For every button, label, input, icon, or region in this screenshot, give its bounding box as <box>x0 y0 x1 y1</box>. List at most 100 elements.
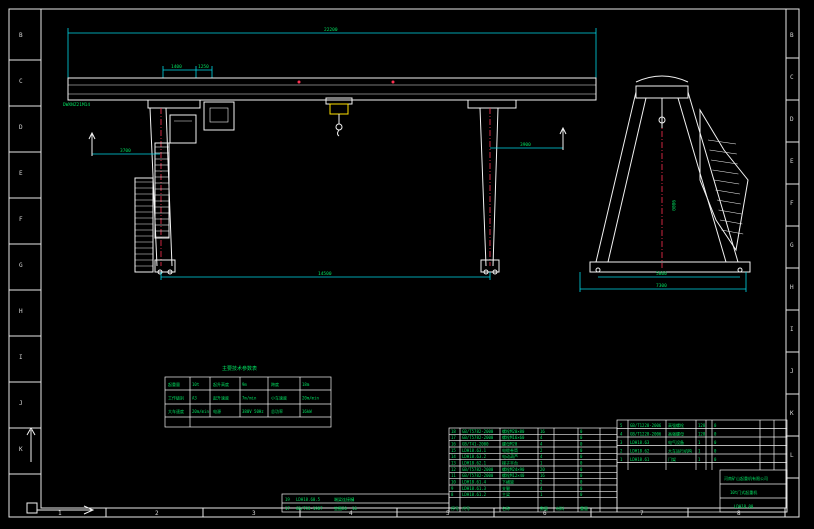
bom-cell: 0 <box>580 480 583 485</box>
operator-cab <box>169 101 235 144</box>
right-leg <box>479 107 500 275</box>
param-cell: 18m <box>302 382 310 387</box>
bom-cell: 下横梁 <box>502 479 514 485</box>
zone-label-right: H <box>790 284 794 291</box>
bom-cell: 13 <box>451 461 456 466</box>
dim-side-base-text: 7300 <box>656 283 667 289</box>
bom-cell: GB/T1228-2006 <box>630 423 662 428</box>
param-cell: 10t <box>192 382 200 387</box>
side-elevation: 9800 5800 7300 <box>579 75 751 292</box>
bom-cell: LDH18.61.4 <box>462 480 487 485</box>
zone-label-bottom: 1 <box>58 510 62 517</box>
zone-label-bottom: 5 <box>446 510 450 517</box>
zone-label-left: C <box>19 78 23 85</box>
drawing-number: LDH18.00 <box>734 504 754 509</box>
zone-label-right: D <box>790 116 794 123</box>
bom-cell: 9 <box>451 486 454 491</box>
dim-cantilever-right: 3900 <box>490 126 567 150</box>
bom-cell: 螺栓M16×60 <box>502 434 525 440</box>
left-leg <box>149 107 176 275</box>
strip-cell: 4 <box>352 497 355 502</box>
bom-cell: LDH18.61.3 <box>462 486 487 491</box>
parameter-table-title: 主要技术参数表 <box>222 365 257 372</box>
strip-cell: LDH18.60.5 <box>296 497 321 502</box>
param-cell: 16kW <box>302 409 312 414</box>
bom-cell: LDH18.62.1 <box>462 461 487 466</box>
bom-cell: 0 <box>580 442 583 447</box>
dim-trolley: 1400 1250 <box>162 64 213 78</box>
hoist-trolley <box>325 97 353 137</box>
bom-cell: 0 <box>714 432 717 437</box>
bom-cell: 4 <box>540 454 543 459</box>
zone-label-left: H <box>19 308 23 315</box>
param-cell: 电源 <box>213 408 221 414</box>
zone-label-bottom: 2 <box>155 510 159 517</box>
bom-cell: 0 <box>580 486 583 491</box>
bom-cell: 电动葫芦 <box>502 453 518 459</box>
zone-label-left: K <box>19 446 23 453</box>
param-cell: 跨度 <box>271 381 279 387</box>
zone-label-left: I <box>19 354 23 361</box>
bom-cell: 1 <box>698 457 701 462</box>
bom-cell: 1 <box>540 461 543 466</box>
bom-cell: GB/T1228-2006 <box>630 432 662 437</box>
strip-cell: 16 <box>352 506 357 511</box>
bom-cell: LDH18.62 <box>630 449 650 454</box>
bom-cell: 螺母M20 <box>502 441 518 447</box>
bom-cell: 11 <box>451 473 456 478</box>
param-cell: 大车速度 <box>168 408 184 414</box>
ucs-icon <box>26 427 95 515</box>
bom-cell: 支腿 <box>502 485 510 491</box>
dim-left-cant-text: 3700 <box>120 148 131 154</box>
zone-label-left: G <box>19 262 23 269</box>
bom-cell: 2 <box>540 480 543 485</box>
zone-label-right: G <box>790 242 794 249</box>
zone-label-bottom: 4 <box>349 510 353 517</box>
dim-trolley-b-text: 1250 <box>198 64 209 70</box>
bom-cell: 15 <box>451 448 456 453</box>
zone-label-right: F <box>790 200 794 207</box>
param-cell: 380V 50Hz <box>242 409 264 414</box>
zone-label-right: J <box>790 368 794 375</box>
bom-footer-cell: 代号 <box>462 505 470 511</box>
bom-cell: 0 <box>580 454 583 459</box>
bom-cell: GB/T5782-2000 <box>462 429 494 434</box>
bom-cell: 螺栓M20×80 <box>502 428 525 434</box>
bom-footer-cell: 数量 <box>540 505 548 511</box>
bom-footer-cell: 序号 <box>451 505 459 511</box>
zone-label-right: C <box>790 74 794 81</box>
zone-label-left: D <box>19 124 23 131</box>
main-girder <box>67 77 597 109</box>
company-name: 河南矿山起重机有限公司 <box>724 475 768 481</box>
bom-cell: 0 <box>580 461 583 466</box>
bom-cell: GB/T5782-2000 <box>462 467 494 472</box>
bom-cell: 4 <box>540 435 543 440</box>
param-cell: 起升速度 <box>213 395 229 401</box>
bom-cell: 0 <box>580 435 583 440</box>
bom-cell: GB/T5782-2000 <box>462 473 494 478</box>
param-cell: 小车速度 <box>271 395 287 401</box>
bom-cell: 大车运行机构 <box>668 448 692 454</box>
bom-cell: 4 <box>540 442 543 447</box>
strip-cell: 17 <box>285 506 290 511</box>
bom-cell: 128 <box>698 432 706 437</box>
bom-cell: 14 <box>451 454 456 459</box>
bom-cell: 0 <box>580 429 583 434</box>
zone-label-left: J <box>19 400 23 407</box>
bom-cell: LDH18.61.2 <box>462 492 487 497</box>
zone-label-bottom: 7 <box>640 510 644 517</box>
bom-cell: 0 <box>580 492 583 497</box>
bom-cell: 1 <box>698 440 701 445</box>
dim-side-wheel-text: 5800 <box>656 271 667 277</box>
param-cell: 7m/min <box>242 396 257 401</box>
bom-cell: 1 <box>540 492 543 497</box>
zone-label-right: K <box>790 410 794 417</box>
bom-cell: 17 <box>451 435 456 440</box>
bom-cell: 10 <box>451 480 456 485</box>
